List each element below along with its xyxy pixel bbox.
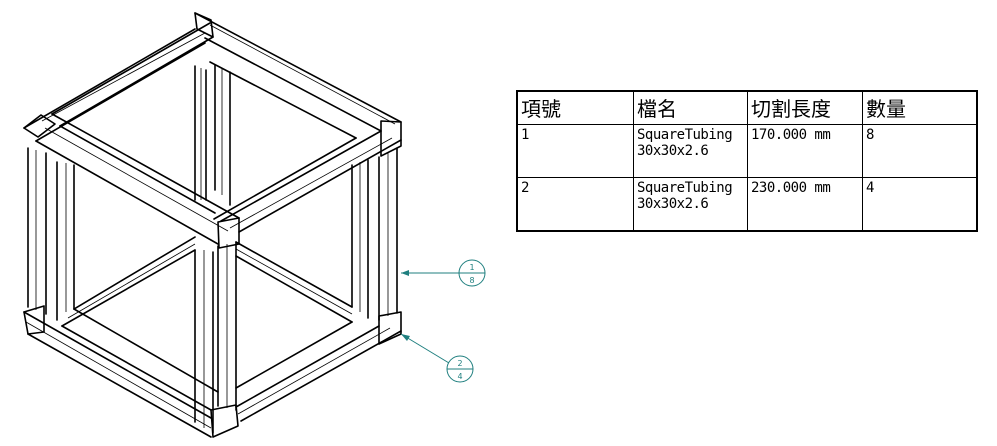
balloon-2-qty: 4 (457, 372, 462, 381)
balloon-1-qty: 8 (469, 276, 474, 285)
arrowhead-icon (401, 270, 409, 276)
cell-quantity: 8 (862, 124, 978, 178)
header-quantity: 數量 (862, 90, 978, 125)
balloon-1-item: 1 (469, 263, 474, 272)
cell-item-no: 1 (516, 124, 634, 178)
header-item-no: 項號 (516, 90, 634, 125)
file-name-line2: 30x30x2.6 (637, 196, 709, 212)
table-header-row: 項號 檔名 切割長度 數量 (516, 90, 978, 125)
cube-frame (23, 12, 402, 438)
balloon-2-item: 2 (457, 359, 462, 368)
cell-cut-length: 170.000 mm (747, 124, 863, 178)
cell-cut-length: 230.000 mm (747, 177, 863, 232)
cell-item-no: 2 (516, 177, 634, 232)
balloon-2[interactable]: 2 4 (400, 333, 474, 383)
header-file-name: 檔名 (633, 90, 748, 125)
leader-line-2 (400, 333, 450, 364)
cell-quantity: 4 (862, 177, 978, 232)
balloon-1[interactable]: 1 8 (401, 259, 486, 287)
header-cut-length: 切割長度 (747, 90, 863, 125)
file-name-line1: SquareTubing (637, 180, 733, 196)
file-name-line2: 30x30x2.6 (637, 143, 709, 159)
file-name-line1: SquareTubing (637, 127, 733, 143)
arrowhead-icon (401, 334, 410, 341)
